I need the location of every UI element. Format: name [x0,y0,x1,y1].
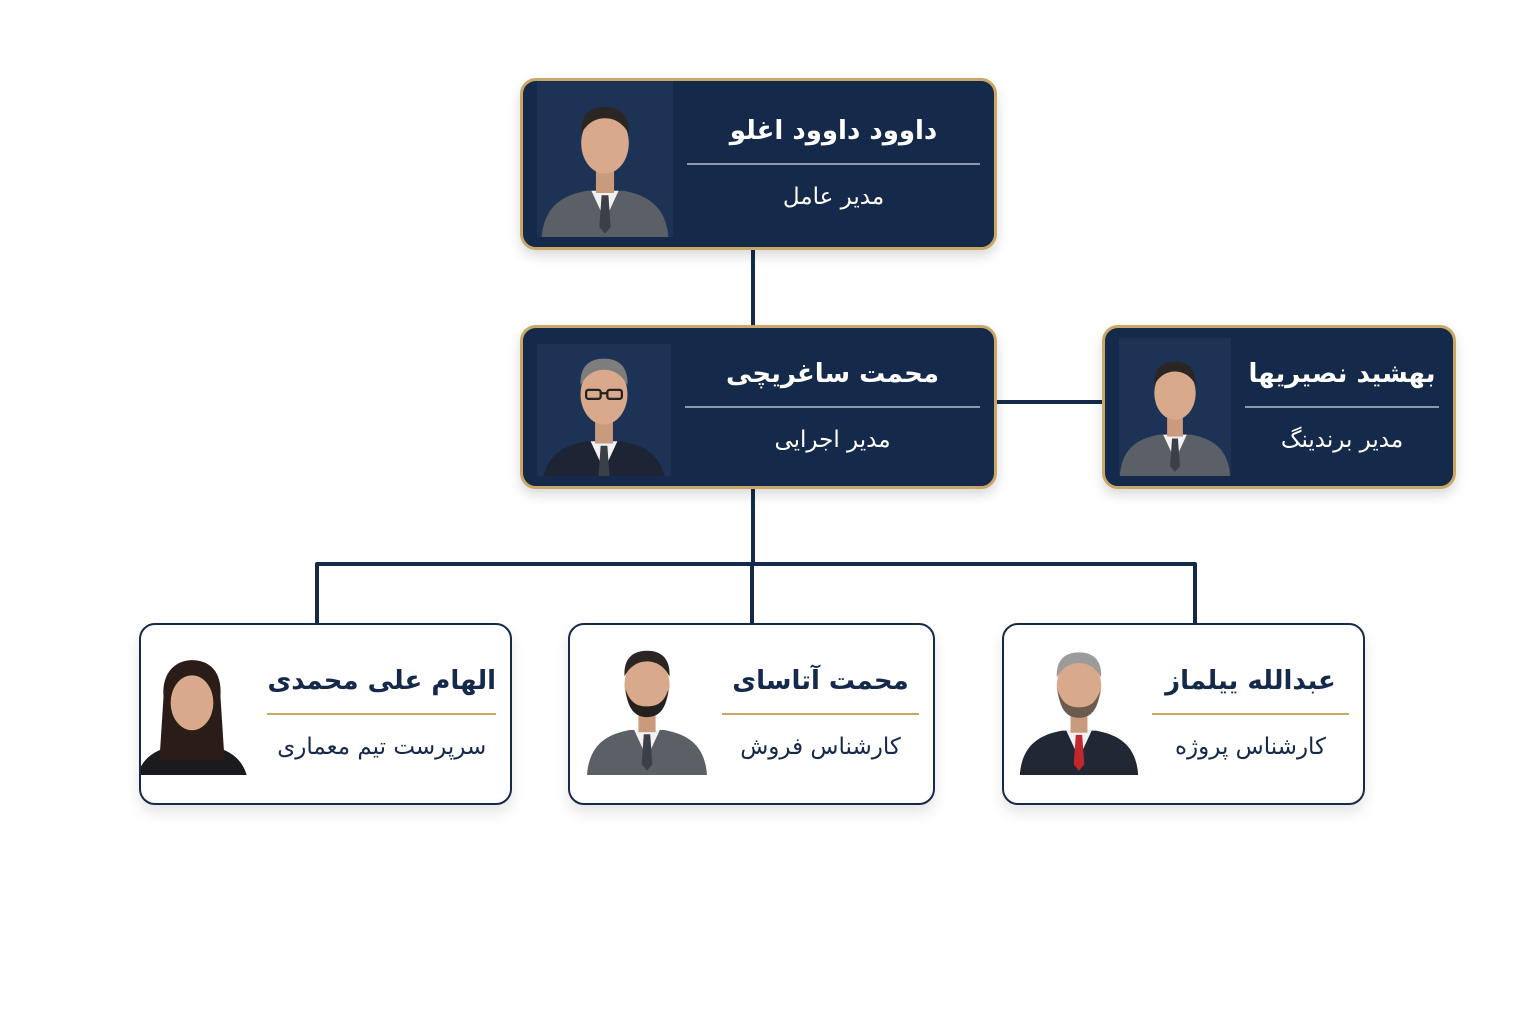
connector-exec-arch [315,489,755,623]
avatar [586,625,708,775]
avatar [141,659,254,775]
person-role: سرپرست تیم معماری [277,734,487,761]
card-sales[interactable]: محمت آتاسای کارشناس فروش [568,623,935,805]
person-role: مدیر برندینگ [1280,427,1404,454]
divider [1245,406,1439,409]
avatar [537,81,673,237]
card-project[interactable]: عبدالله ییلماز کارشناس پروژه [1002,623,1365,805]
card-arch[interactable]: الهام علی محمدی سرپرست تیم معماری [139,623,512,805]
person-name: بهشید نصیریها [1248,358,1436,389]
card-info: عبدالله ییلماز کارشناس پروژه [1138,665,1363,763]
avatar [537,344,671,476]
person-role: کارشناس پروژه [1174,734,1327,761]
card-brand[interactable]: بهشید نصیریها مدیر برندینگ [1102,325,1456,489]
card-info: بهشید نصیریها مدیر برندینگ [1231,358,1453,456]
person-name: داوود داوود اغلو [729,115,938,146]
divider [1152,713,1349,716]
card-info: محمت ساغریچی مدیر اجرایی [671,358,994,456]
divider [685,406,980,409]
person-role: کارشناس فروش [740,734,901,761]
person-role: مدیر اجرایی [774,427,891,454]
card-ceo[interactable]: داوود داوود اغلو مدیر عامل [520,78,997,250]
person-name: الهام علی محمدی [267,665,496,696]
avatar [1020,627,1138,775]
card-info: الهام علی محمدی سرپرست تیم معماری [253,665,510,763]
connector-exec-project [751,489,1197,623]
divider [687,163,980,166]
divider [267,713,496,716]
person-role: مدیر عامل [782,184,885,211]
card-info: داوود داوود اغلو مدیر عامل [673,115,994,213]
divider [722,713,919,716]
person-name: محمت ساغریچی [726,358,939,389]
card-exec[interactable]: محمت ساغریچی مدیر اجرایی [520,325,997,489]
avatar [1119,338,1231,476]
card-info: محمت آتاسای کارشناس فروش [708,665,933,763]
person-name: محمت آتاسای [732,665,909,696]
person-name: عبدالله ییلماز [1165,665,1336,696]
